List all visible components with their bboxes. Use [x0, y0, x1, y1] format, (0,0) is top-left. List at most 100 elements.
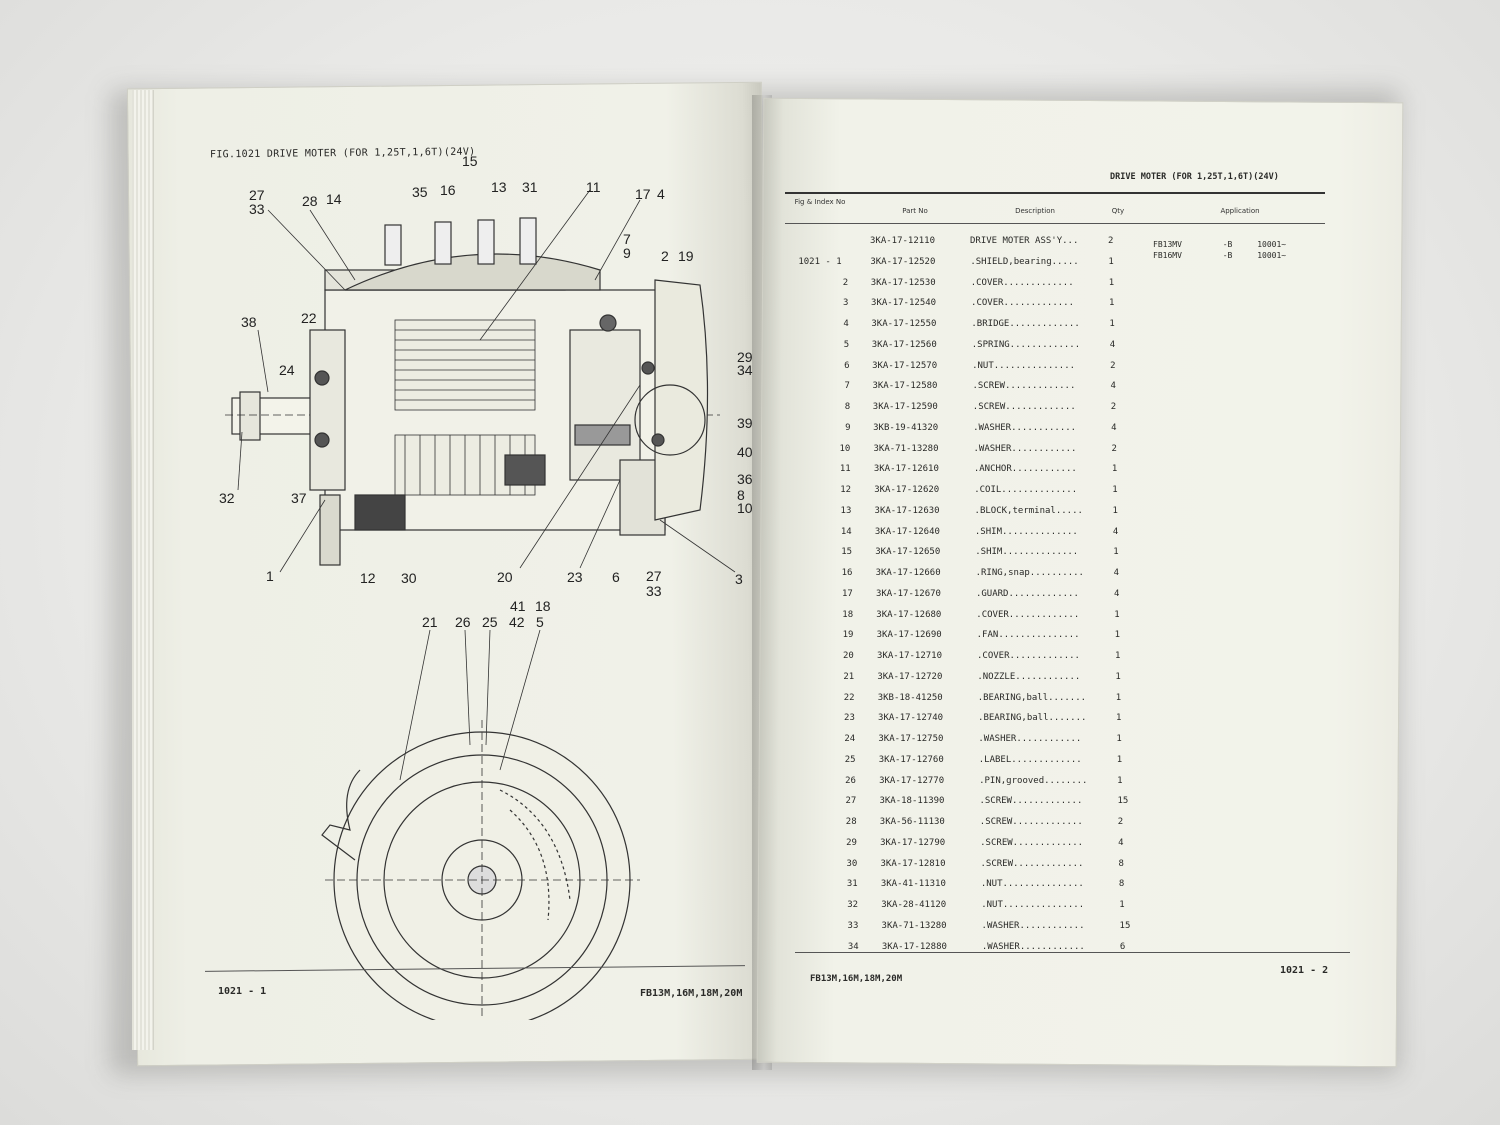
- callout: 19: [678, 248, 694, 264]
- qty-cell: 1: [1115, 692, 1122, 703]
- callout: 27: [646, 568, 662, 584]
- callout: 21: [422, 614, 438, 630]
- parts-table-header: Fig & Index No Part No Description Qty A…: [785, 192, 1325, 224]
- fig-index-cell: 8: [844, 402, 851, 412]
- description-cell: .NUT...............: [981, 900, 1085, 910]
- fig-index-cell: 32: [847, 900, 859, 910]
- fig-index-cell: 24: [844, 734, 856, 744]
- description-cell: .LABEL.............: [978, 754, 1082, 765]
- part-no-cell: 3KA-17-12770: [879, 775, 945, 786]
- fig-index-cell: 7: [844, 381, 850, 392]
- col-application: Application: [1220, 207, 1260, 215]
- page-edge-stack: [132, 90, 154, 1050]
- part-no-cell: 3KB-19-41320: [873, 422, 939, 433]
- fig-index-cell: 3: [843, 298, 849, 309]
- qty-cell: 6: [1119, 941, 1126, 952]
- description-cell: .BEARING,ball.......: [978, 713, 1087, 724]
- qty-cell: 1: [1115, 651, 1121, 661]
- part-no-cell: 3KA-71-13280: [873, 443, 939, 454]
- part-no-cell: 3KA-17-12570: [872, 360, 938, 371]
- application-line-1: FB13MV -B 10001~: [1153, 240, 1287, 249]
- fig-index-cell: 2: [842, 277, 849, 288]
- callout: 29: [737, 349, 753, 365]
- fig-index-cell: 23: [844, 713, 855, 724]
- fig-index-cell: 31: [846, 879, 858, 890]
- part-no-cell: 3KA-17-12740: [878, 713, 944, 724]
- part-no-cell: 3KA-17-12880: [881, 941, 947, 952]
- part-no-cell: 3KA-17-12660: [875, 568, 941, 578]
- callout: 37: [291, 490, 307, 506]
- callout: 18: [535, 598, 551, 614]
- qty-cell: 1: [1116, 754, 1123, 765]
- callout: 38: [241, 314, 257, 330]
- part-no-cell: 3KA-41-11310: [880, 879, 946, 890]
- description-cell: .BLOCK,terminal.....: [974, 505, 1083, 516]
- description-cell: .BEARING,ball.......: [977, 692, 1087, 703]
- part-no-cell: 3KA-17-12670: [875, 588, 941, 599]
- qty-cell: 1: [1116, 734, 1122, 744]
- part-no-cell: 3KA-17-12590: [872, 402, 938, 412]
- fig-index-cell: 4: [843, 319, 849, 329]
- callout: 23: [567, 569, 583, 585]
- callout: 33: [249, 201, 265, 217]
- fig-index-cell: 19: [842, 630, 854, 641]
- qty-cell: 1: [1109, 319, 1115, 329]
- description-cell: .COIL..............: [974, 485, 1078, 495]
- qty-cell: 4: [1111, 422, 1117, 433]
- col-description: Description: [1015, 207, 1055, 215]
- description-cell: .ANCHOR............: [973, 464, 1077, 475]
- fig-index-cell: 11: [839, 464, 851, 475]
- callout: 28: [302, 193, 318, 209]
- fig-index-cell: 6: [844, 360, 850, 371]
- description-cell: .PIN,grooved........: [979, 775, 1088, 786]
- part-no-cell: 3KA-17-12610: [873, 464, 939, 475]
- qty-cell: 15: [1117, 796, 1129, 807]
- description-cell: .WASHER............: [978, 734, 1082, 744]
- part-no-cell: 3KA-17-12710: [877, 651, 943, 661]
- qty-cell: 4: [1109, 339, 1116, 350]
- fig-index-cell: 13: [840, 505, 852, 516]
- right-page-header: DRIVE MOTER (FOR 1,25T,1,6T)(24V): [1110, 172, 1279, 182]
- description-cell: .GUARD.............: [975, 588, 1079, 599]
- qty-cell: 1: [1116, 713, 1122, 724]
- callout: 42: [509, 614, 525, 630]
- fig-index-cell: 1021 - 1: [798, 256, 842, 267]
- description-cell: .WASHER............: [973, 443, 1077, 454]
- description-cell: .COVER.............: [976, 609, 1080, 620]
- callout: 25: [482, 614, 498, 630]
- qty-cell: 8: [1118, 858, 1124, 869]
- fig-index-cell: 21: [843, 671, 855, 682]
- qty-cell: 2: [1108, 236, 1114, 246]
- qty-cell: 8: [1118, 879, 1125, 890]
- callout: 27: [249, 187, 265, 203]
- qty-cell: 2: [1117, 817, 1124, 827]
- callout: 10: [737, 500, 753, 516]
- callout: 41: [510, 598, 526, 614]
- part-no-cell: 3KB-18-41250: [877, 692, 943, 703]
- description-cell: .COVER.............: [970, 277, 1074, 288]
- part-no-cell: 3KA-56-11130: [879, 817, 945, 827]
- qty-cell: 1: [1115, 671, 1121, 682]
- callout: 20: [497, 569, 513, 585]
- fig-index-cell: 27: [845, 796, 857, 807]
- fig-index-cell: 20: [843, 651, 854, 661]
- callout: 39: [737, 415, 753, 431]
- callout: 17: [635, 186, 651, 202]
- part-no-cell: 3KA-17-12580: [872, 381, 938, 392]
- fig-index-cell: 26: [845, 775, 856, 786]
- description-cell: .SHIM..............: [975, 547, 1079, 558]
- description-cell: .SHIELD,bearing.....: [970, 256, 1079, 267]
